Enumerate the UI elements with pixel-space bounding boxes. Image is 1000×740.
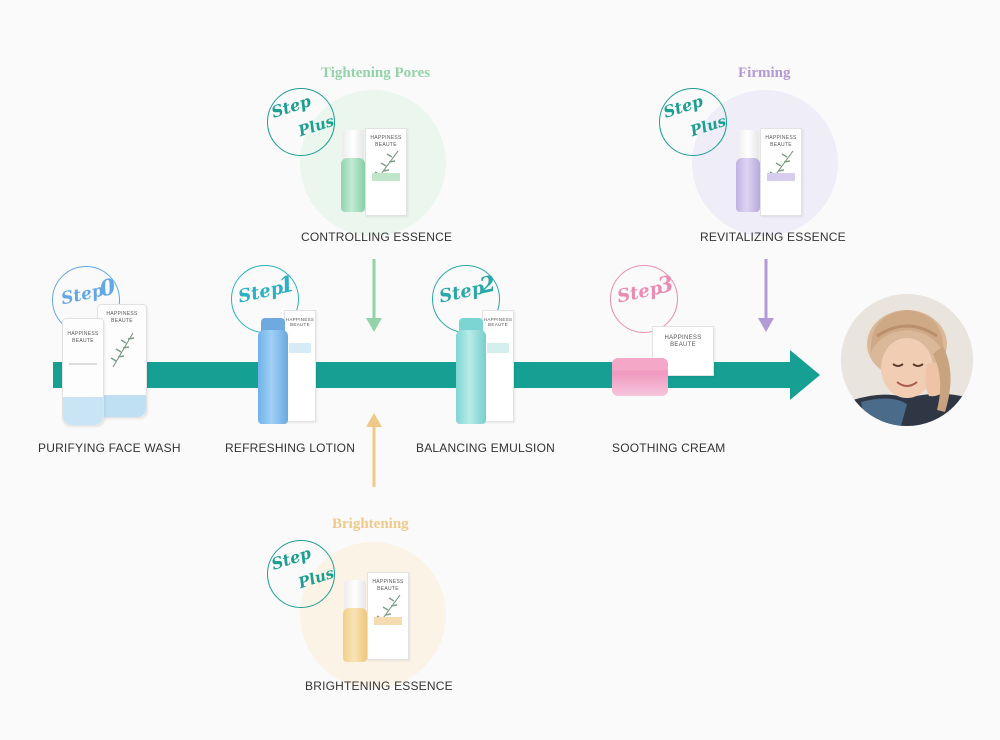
- revitalizing-bottle: [736, 158, 760, 212]
- arrow-down-firming: [758, 259, 774, 332]
- brightening-title: Brightening: [332, 516, 409, 532]
- lotion-bottle: [258, 330, 288, 424]
- cream-jar: [612, 358, 668, 396]
- controlling-bottle: [341, 158, 365, 212]
- brightening-badge: Step Plus: [267, 540, 337, 608]
- emulsion-bottle: [456, 330, 486, 424]
- brightening-bottle: [343, 608, 367, 662]
- pores-label: CONTROLLING ESSENCE: [301, 230, 453, 244]
- pores-badge-plus: Plus: [296, 111, 337, 141]
- step3-label: SOOTHING CREAM: [612, 441, 726, 455]
- firming-badge: Step Plus: [659, 88, 729, 156]
- brightening-badge-plus: Plus: [296, 563, 337, 593]
- result-portrait: [841, 294, 973, 426]
- woman-portrait-illustration: [841, 294, 973, 426]
- step1-label: REFRESHING LOTION: [225, 441, 356, 455]
- firming-title: Firming: [738, 65, 791, 81]
- controlling-cap: [342, 130, 364, 160]
- step2-label: BALANCING EMULSION: [416, 441, 555, 455]
- revitalizing-cap: [737, 130, 759, 160]
- arrow-down-pores: [366, 259, 382, 332]
- pores-badge: Step Plus: [267, 88, 337, 156]
- brightening-cap: [344, 580, 366, 610]
- lotion-cap: [261, 318, 285, 332]
- arrow-up-brightening: [366, 413, 382, 487]
- firming-badge-plus: Plus: [688, 111, 729, 141]
- brightening-label: BRIGHTENING ESSENCE: [305, 679, 453, 693]
- step3-badge: Step 3: [610, 265, 678, 333]
- step0-label: PURIFYING FACE WASH: [38, 441, 181, 455]
- pores-title: Tightening Pores: [321, 65, 431, 81]
- emulsion-cap: [459, 318, 483, 332]
- firming-label: REVITALIZING ESSENCE: [700, 230, 846, 244]
